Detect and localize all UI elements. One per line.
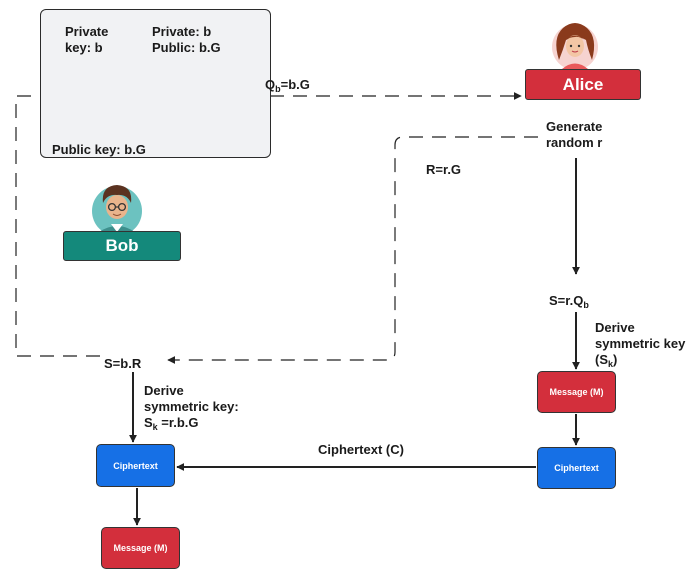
public-label: Public: b.G (152, 40, 221, 55)
generate-line2: random r (546, 135, 603, 150)
derive-right-line1: Derive (595, 320, 635, 335)
r-label: R=r.G (426, 162, 462, 177)
qb-rest: =b.G (280, 77, 310, 92)
alice-avatar-icon (552, 23, 598, 70)
s-bob-label: S=b.R (104, 356, 142, 371)
alice-label: Alice (525, 69, 641, 100)
derive-right-line3-pre: (S (595, 352, 608, 367)
derive-right-line3-post: ) (613, 352, 618, 367)
bob-label: Bob (63, 231, 181, 261)
derive-left-line2: symmetric key: (144, 399, 239, 414)
message-box-bob: Message (M) (101, 527, 180, 569)
qb-dashed-connector (15, 92, 522, 357)
derive-left-line3-sub: k (152, 422, 158, 432)
derive-left-line1: Derive (144, 383, 184, 398)
s-alice-subscript: b (583, 300, 589, 310)
private-key-line1: Private (65, 24, 109, 39)
r-dashed-connector (167, 136, 538, 364)
derive-left-line3-post: =r.b.G (157, 415, 199, 430)
ciphertext-box-bob: Ciphertext (96, 444, 175, 487)
bob-key-pair-box (40, 9, 271, 158)
qb-main: Q (265, 77, 276, 92)
ciphertext-box-alice: Ciphertext (537, 447, 616, 489)
derive-left-line3: Sk =r.b.G (144, 414, 199, 432)
public-key-label: Public key: b.G (52, 142, 146, 157)
derive-right-line3: (Sk) (595, 351, 618, 369)
qb-subscript: b (275, 84, 281, 94)
private-key-line2: key: b (65, 40, 103, 55)
qb-label: Qb=b.G (265, 76, 310, 94)
derive-right-line2: symmetric key (595, 336, 686, 351)
generate-line1: Generate (546, 119, 603, 134)
message-box-alice: Message (M) (537, 371, 616, 413)
private-label: Private: b (152, 24, 212, 39)
s-alice-label: S=r.Qb (549, 292, 589, 310)
derive-right-line3-sub: k (608, 359, 614, 369)
s-alice-main: S=r.Q (549, 293, 584, 308)
derive-left-line3-pre: S (144, 415, 153, 430)
ciphertext-arrow-label: Ciphertext (C) (318, 442, 404, 457)
man-with-glasses-avatar-icon (92, 185, 142, 236)
